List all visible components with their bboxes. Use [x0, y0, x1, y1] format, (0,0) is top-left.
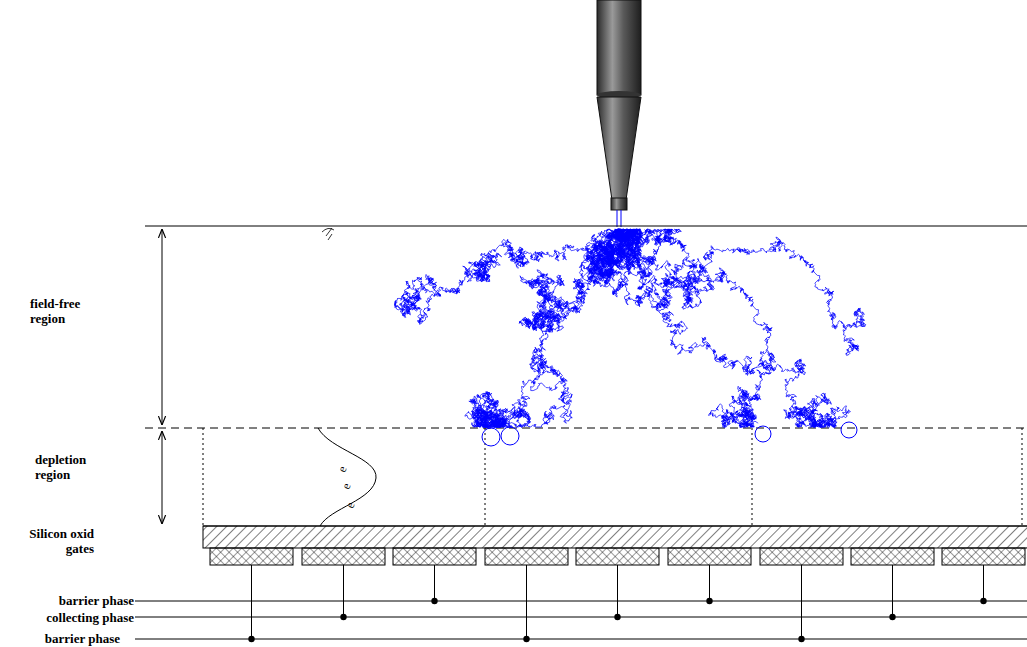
electron-symbol: e	[344, 496, 359, 510]
region-label: collecting phase	[0, 610, 134, 625]
thickness-arrow	[162, 431, 163, 524]
junction-dot	[431, 598, 437, 604]
gate-electrode	[485, 548, 568, 565]
collected-electron	[482, 422, 857, 446]
gate-electrode	[668, 548, 751, 565]
gate-electrode	[210, 548, 293, 565]
region-label: barrier phase	[10, 593, 134, 608]
gate-wire	[983, 565, 984, 601]
junction-dot	[614, 614, 620, 620]
walk-path	[472, 229, 642, 427]
gate-electrode	[302, 548, 385, 565]
gate-electrode	[576, 548, 659, 565]
junction-dot	[980, 598, 986, 604]
gate-electrode	[760, 548, 843, 565]
gate-electrode	[393, 548, 476, 565]
angle-mark	[322, 228, 334, 240]
electron-symbol: e	[336, 460, 351, 474]
junction-dot	[706, 598, 712, 604]
gate-electrodes	[210, 548, 1025, 565]
region-label: depletion region	[35, 452, 120, 482]
junction-dot	[340, 614, 346, 620]
junction-dot	[889, 614, 895, 620]
electron-symbol: e	[340, 477, 355, 491]
junction-dot	[798, 636, 804, 642]
phase-wiring	[135, 565, 1027, 642]
gate-wire	[526, 565, 527, 639]
junction-dot	[523, 636, 529, 642]
oxide-layer	[203, 526, 1027, 548]
phase-line	[135, 601, 1027, 602]
gate-wire	[801, 565, 802, 639]
potential-well-curve	[318, 428, 376, 526]
surface-line	[145, 226, 1027, 227]
gate-electrode	[851, 548, 934, 565]
gate-wire	[709, 565, 710, 601]
gate-wire	[251, 565, 252, 639]
gate-electrode	[942, 548, 1025, 565]
electron-gun	[597, 0, 641, 227]
gate-wire	[434, 565, 435, 601]
phase-line	[135, 639, 1027, 640]
junction-dot	[248, 636, 254, 642]
region-label: Silicon oxid gates	[2, 526, 94, 556]
walk-path	[598, 229, 776, 427]
gate-wire	[892, 565, 893, 617]
thickness-arrow	[162, 229, 163, 425]
gate-wire	[343, 565, 344, 617]
pixel-boundary	[203, 428, 1022, 526]
region-label: barrier phase	[0, 631, 120, 646]
depletion-boundary	[145, 428, 1027, 429]
electron-random-walk	[395, 229, 866, 427]
walk-path	[606, 229, 865, 355]
gate-wire	[617, 565, 618, 617]
region-label: field-free region	[30, 296, 110, 326]
